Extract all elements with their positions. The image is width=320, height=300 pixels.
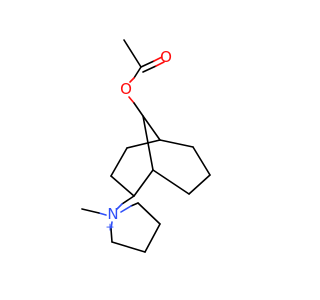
carbonyl-oxygen-label: O bbox=[160, 48, 172, 66]
bond-ester-o-bridge bbox=[133, 102, 144, 117]
bond-ring-n bbox=[121, 195, 135, 205]
bond-pyrrolidine-4-blue bbox=[120, 205, 132, 213]
bond-ring-3 bbox=[188, 174, 211, 195]
bond-methyl-n-blue bbox=[98, 212, 107, 216]
bond-ring-1 bbox=[159, 139, 194, 148]
bond-pyrrolidine-3 bbox=[137, 202, 161, 225]
molecule-drawing: O O N + bbox=[81, 39, 211, 253]
structure-canvas: O O N + bbox=[81, 39, 211, 253]
bond-carbonyl-ester-o-red bbox=[129, 77, 135, 83]
bond-methyl-carbonyl bbox=[123, 39, 142, 68]
bond-ring-2 bbox=[192, 146, 211, 176]
bond-carbonyl-double-a bbox=[140, 60, 155, 68]
bond-ring-8 bbox=[133, 169, 154, 197]
bond-carbonyl-double-b bbox=[142, 65, 157, 73]
bond-pyrrolidine-4 bbox=[130, 202, 139, 207]
ammonium-nitrogen-label: N bbox=[107, 205, 118, 223]
bond-ring-4 bbox=[152, 169, 190, 195]
bond-ring-6 bbox=[110, 147, 128, 177]
bond-carbonyl-double-a-o bbox=[153, 56, 163, 62]
bond-n-ring-c2-blue bbox=[110, 221, 113, 230]
bond-bridge-right bbox=[142, 115, 161, 141]
bond-carbonyl-double-b-o bbox=[155, 61, 165, 67]
bond-ring-5 bbox=[126, 139, 161, 149]
bond-methyl-n bbox=[81, 208, 100, 214]
nitrogen-charge-label: + bbox=[105, 221, 114, 234]
bond-ring-7 bbox=[110, 175, 135, 197]
bond-ring-n-blue bbox=[116, 203, 123, 210]
bond-carbonyl-ester-o bbox=[133, 66, 142, 79]
bond-n-ring-c2 bbox=[110, 228, 113, 243]
bond-ester-o-bridge-red bbox=[128, 96, 135, 104]
ester-oxygen-label: O bbox=[120, 80, 132, 98]
bond-pyrrolidine-1 bbox=[111, 241, 146, 253]
bond-pyrrolidine-2 bbox=[144, 223, 161, 253]
